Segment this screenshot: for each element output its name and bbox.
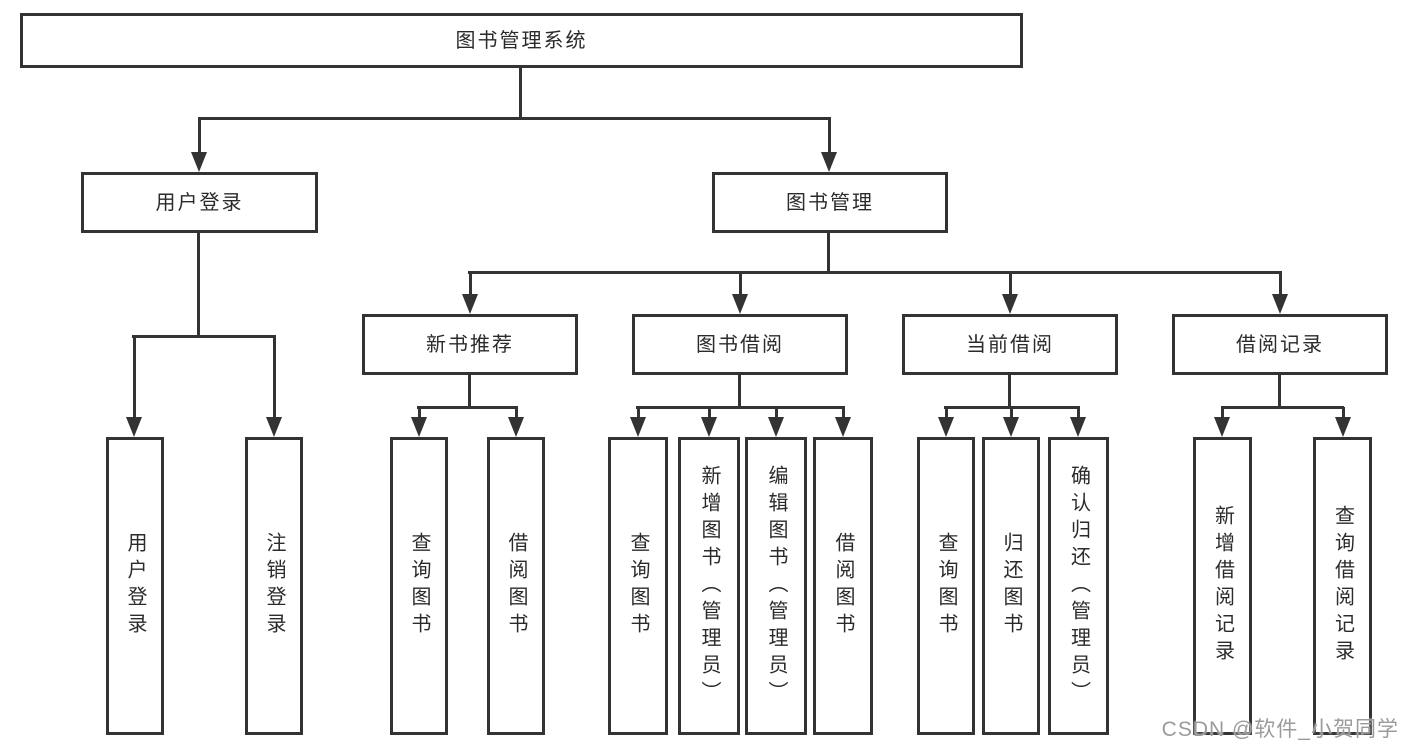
leaf-bb-borrow-books: 借阅图书 — [813, 437, 873, 735]
node-label: 归还图书 — [1000, 532, 1022, 640]
node-label: 查询图书 — [627, 532, 649, 640]
connector-line — [468, 374, 471, 409]
connector-line — [738, 374, 741, 409]
node-book-management: 图书管理 — [712, 172, 948, 233]
connector-line — [636, 406, 845, 409]
connector-arrow-stem — [1008, 272, 1012, 296]
connector-line — [468, 271, 1282, 274]
connector-line — [1008, 374, 1011, 409]
node-current-borrowing: 当前借阅 — [902, 314, 1118, 375]
connector-line — [132, 335, 276, 338]
arrow-down-icon — [1070, 417, 1086, 437]
connector-line — [197, 232, 200, 338]
arrow-down-icon — [1272, 294, 1288, 314]
node-label: 确认归还（管理员） — [1067, 464, 1090, 708]
node-new-book-recommendation: 新书推荐 — [362, 314, 578, 375]
arrow-down-icon — [1003, 417, 1019, 437]
leaf-nbr-borrow-books: 借阅图书 — [487, 437, 545, 735]
leaf-user-login: 用户登录 — [106, 437, 164, 735]
node-book-borrowing: 图书借阅 — [632, 314, 848, 375]
node-label: 借阅图书 — [832, 532, 854, 640]
arrow-down-icon — [768, 417, 784, 437]
arrow-down-icon — [1214, 417, 1230, 437]
connector-arrow-stem — [1076, 407, 1080, 419]
leaf-logout: 注销登录 — [245, 437, 303, 735]
node-label: 当前借阅 — [966, 333, 1054, 356]
arrow-down-icon — [732, 294, 748, 314]
csdn-watermark: CSDN @软件_小贺同学 — [1161, 718, 1399, 741]
connector-arrow-stem — [944, 407, 948, 419]
connector-line — [827, 232, 830, 274]
connector-arrow-stem — [636, 407, 640, 419]
connector-arrow-stem — [841, 407, 845, 419]
connector-arrow-stem — [272, 336, 276, 419]
leaf-bb-add-books-admin: 新增图书（管理员） — [678, 437, 740, 735]
arrow-down-icon — [835, 417, 851, 437]
node-label: 新增借阅记录 — [1211, 505, 1234, 667]
connector-arrow-stem — [1341, 407, 1345, 419]
arrow-down-icon — [126, 417, 142, 437]
arrow-down-icon — [821, 152, 837, 172]
leaf-br-add-record: 新增借阅记录 — [1193, 437, 1252, 735]
connector-arrow-stem — [1009, 407, 1013, 419]
connector-arrow-stem — [707, 407, 711, 419]
connector-arrow-stem — [417, 407, 421, 419]
connector-line — [417, 406, 518, 409]
connector-arrow-stem — [468, 272, 472, 296]
node-label: 用户登录 — [124, 532, 146, 640]
node-label: 图书管理系统 — [455, 29, 588, 52]
arrow-down-icon — [266, 417, 282, 437]
arrow-down-icon — [701, 417, 717, 437]
arrow-down-icon — [1335, 417, 1351, 437]
node-label: 用户登录 — [155, 191, 244, 214]
node-label: 查询图书 — [935, 532, 957, 640]
node-label: 图书借阅 — [696, 333, 784, 356]
leaf-cb-confirm-return-admin: 确认归还（管理员） — [1048, 437, 1109, 735]
node-label: 借阅记录 — [1236, 333, 1324, 356]
connector-arrow-stem — [514, 407, 518, 419]
arrow-down-icon — [462, 294, 478, 314]
connector-arrow-stem — [132, 336, 136, 419]
node-label: 注销登录 — [263, 532, 285, 640]
node-label: 编辑图书（管理员） — [765, 464, 787, 708]
node-label: 图书管理 — [786, 191, 874, 214]
node-label: 新书推荐 — [426, 333, 514, 356]
arrow-down-icon — [938, 417, 954, 437]
arrow-down-icon — [508, 417, 524, 437]
node-label: 查询借阅记录 — [1331, 505, 1354, 667]
node-label: 借阅图书 — [505, 532, 527, 640]
node-library-management-system: 图书管理系统 — [20, 13, 1023, 68]
connector-line — [1221, 406, 1344, 409]
node-user-login: 用户登录 — [81, 172, 318, 233]
arrow-down-icon — [1002, 294, 1018, 314]
node-label: 新增图书（管理员） — [698, 464, 720, 708]
connector-line — [519, 68, 522, 119]
arrow-down-icon — [191, 152, 207, 172]
leaf-br-query-record: 查询借阅记录 — [1313, 437, 1372, 735]
leaf-bb-edit-books-admin: 编辑图书（管理员） — [745, 437, 807, 735]
arrow-down-icon — [630, 417, 646, 437]
node-borrowing-records: 借阅记录 — [1172, 314, 1388, 375]
connector-arrow-stem — [774, 407, 778, 419]
connector-line — [198, 117, 831, 120]
node-label: 查询图书 — [408, 532, 430, 640]
connector-arrow-stem — [738, 272, 742, 296]
connector-line — [1278, 374, 1281, 409]
leaf-cb-return-books: 归还图书 — [982, 437, 1040, 735]
connector-arrow-stem — [1220, 407, 1224, 419]
leaf-bb-query-books: 查询图书 — [608, 437, 668, 735]
leaf-nbr-query-books: 查询图书 — [390, 437, 448, 735]
leaf-cb-query-books: 查询图书 — [917, 437, 975, 735]
connector-arrow-stem — [1278, 272, 1282, 296]
arrow-down-icon — [411, 417, 427, 437]
connector-arrow-stem — [197, 118, 201, 154]
connector-arrow-stem — [827, 118, 831, 154]
